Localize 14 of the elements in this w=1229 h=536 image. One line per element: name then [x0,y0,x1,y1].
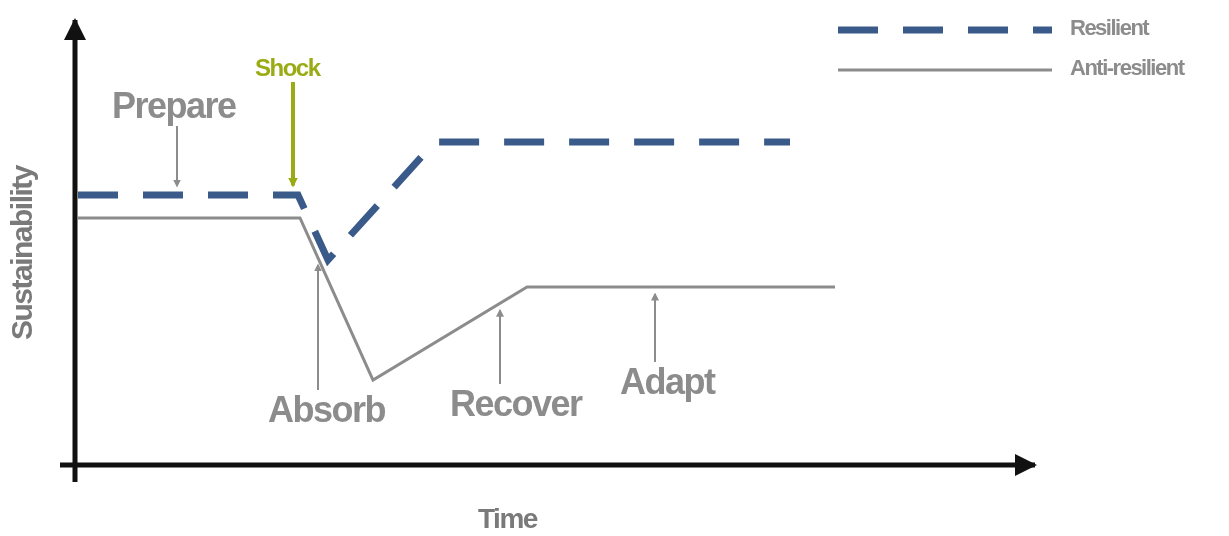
stage-label: Prepare [112,88,236,124]
stage-label: Recover [450,386,582,422]
arrow [173,125,181,188]
arrow [496,308,504,385]
arrow [314,263,322,391]
axis-title: Sustainability [7,164,37,343]
arrow [651,292,659,363]
stage-label: Adapt [620,364,715,400]
axis-title: Time [478,505,537,533]
legend-text: Anti-resilient [1070,57,1184,79]
stage-label: Absorb [268,392,385,428]
arrow [288,82,298,188]
stage-label: Shock [255,56,320,80]
legend-text: Resilient [1070,17,1149,39]
